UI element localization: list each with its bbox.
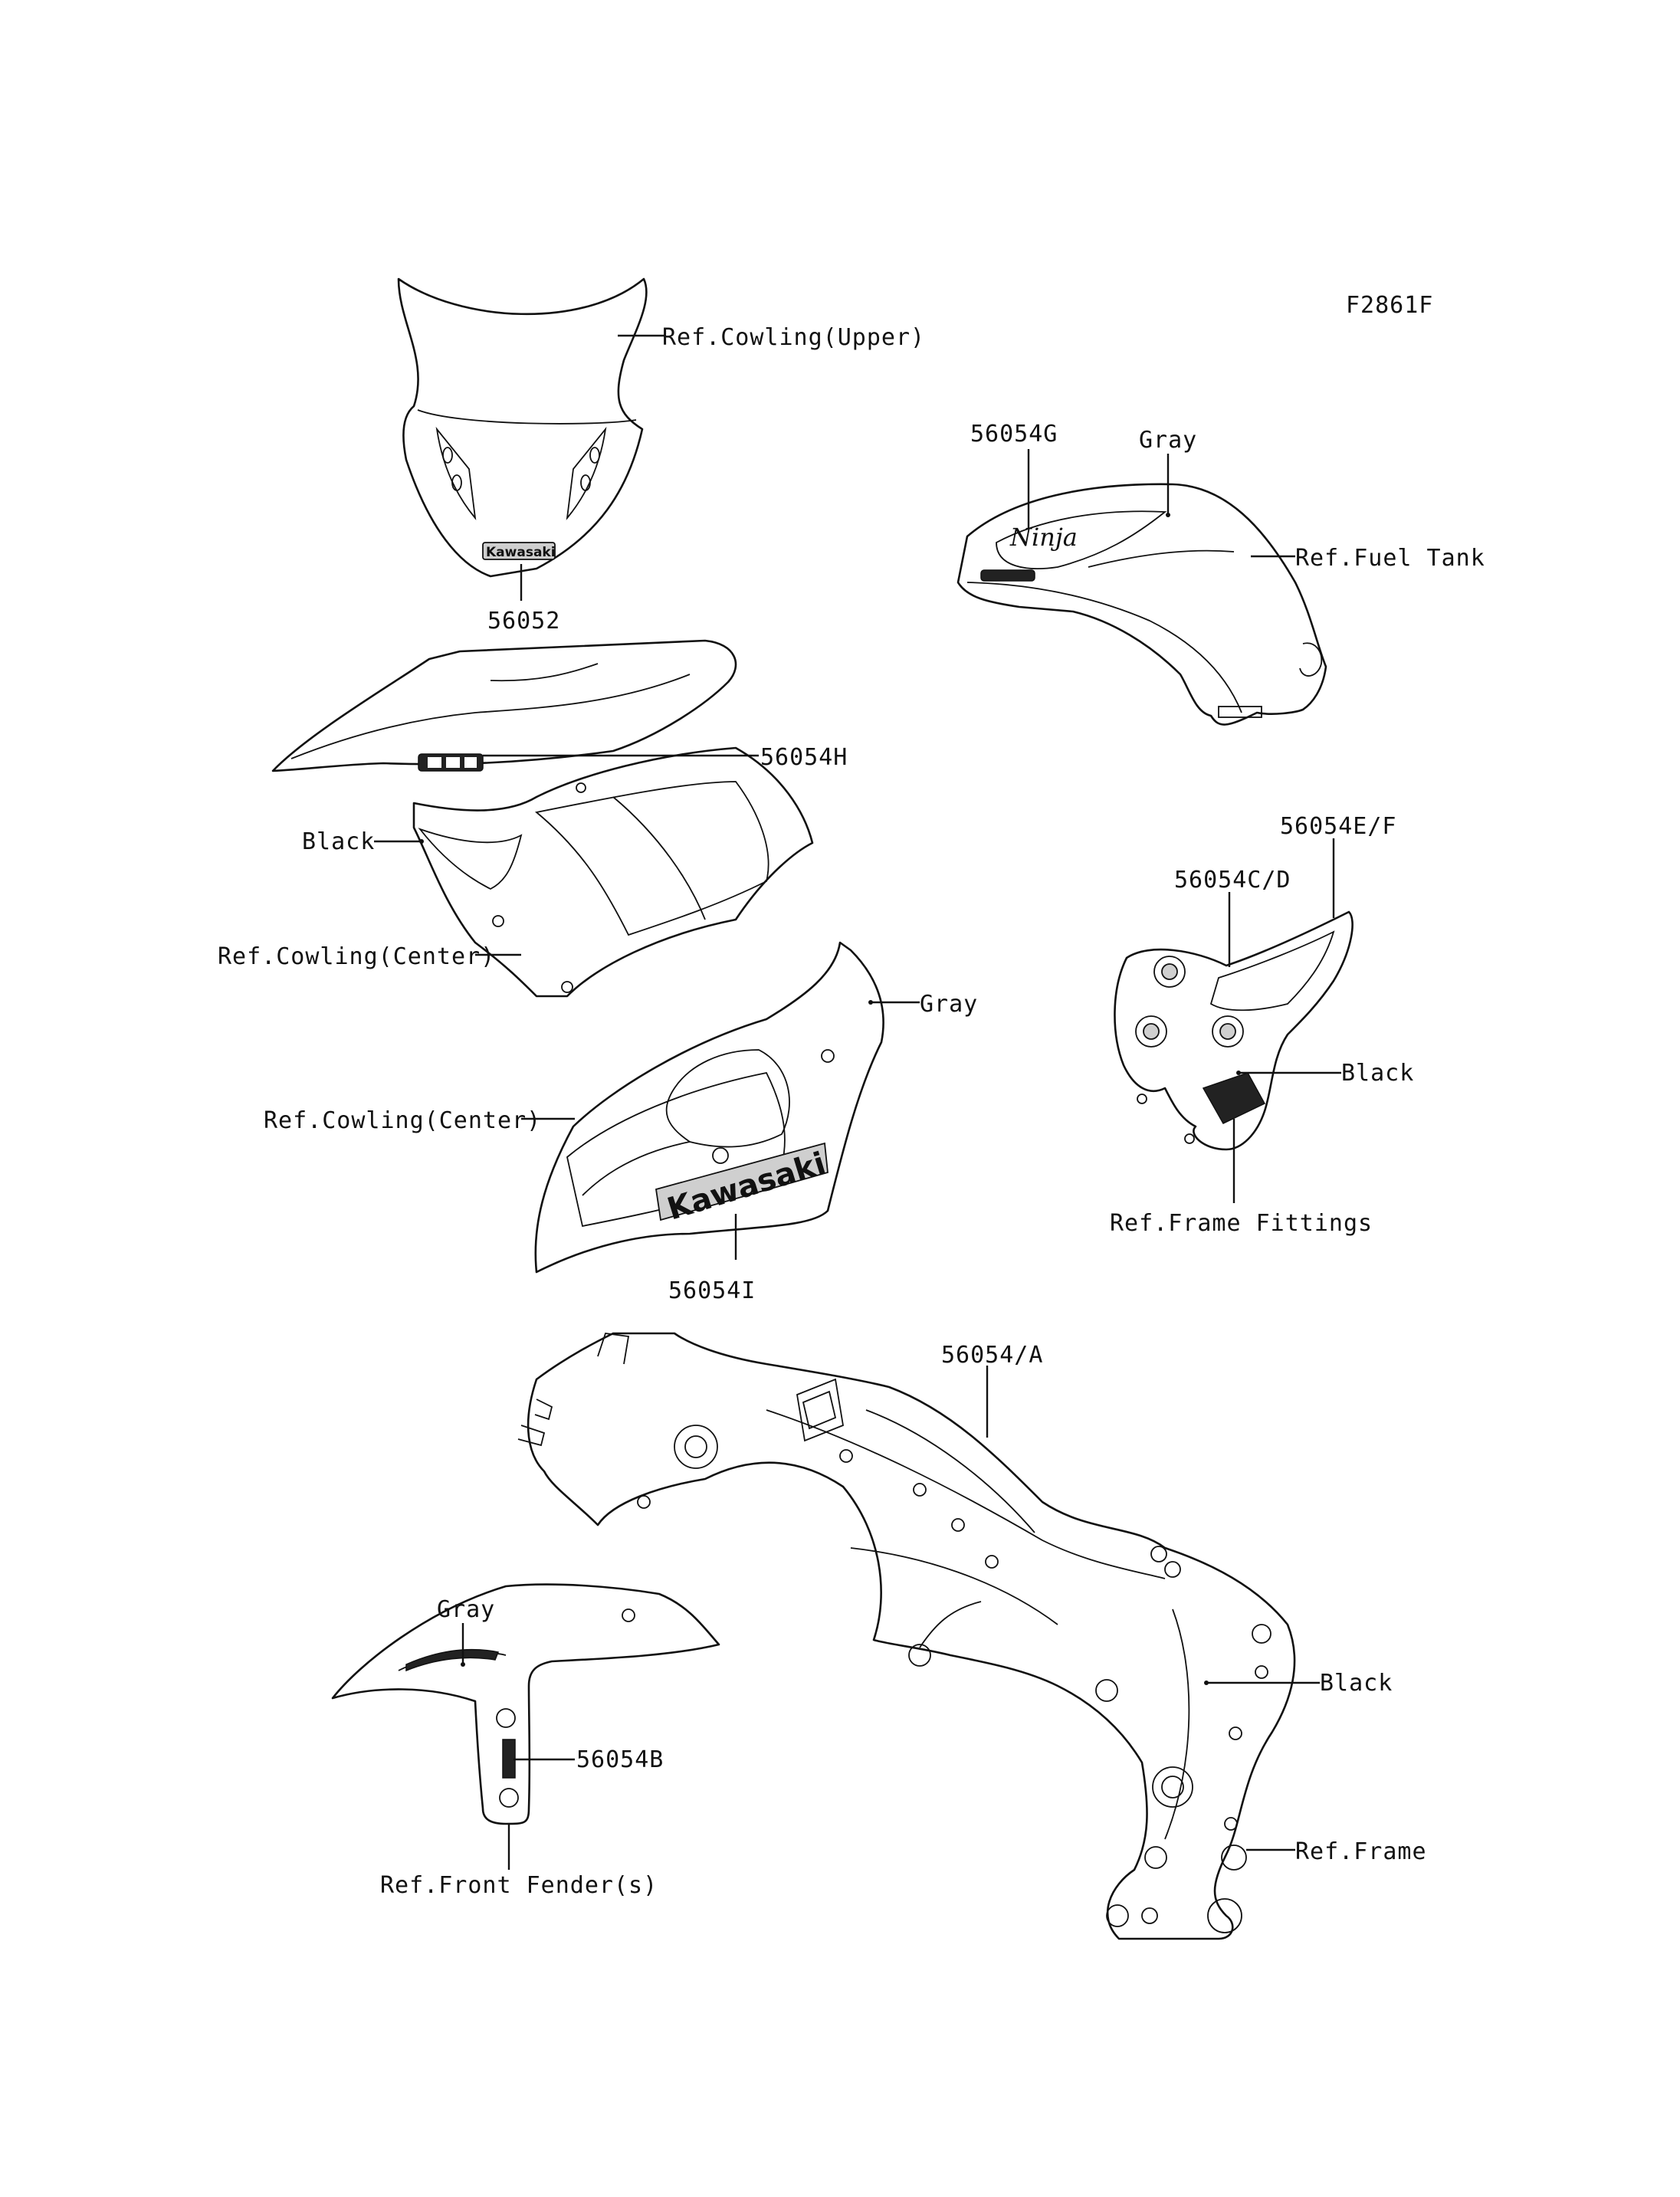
front-fender (331, 1583, 720, 1825)
label-ref-frame-fittings: Ref.Frame Fittings (1110, 1210, 1373, 1237)
decal-56054B (502, 1739, 516, 1779)
label-center-black: Black (302, 828, 375, 855)
center-cowling-upper (271, 639, 814, 998)
tank-decal-logo: Ninja (1009, 523, 1078, 552)
figure-code: F2861F (1346, 292, 1433, 319)
label-ref-cowling-center-2: Ref.Cowling(Center) (264, 1107, 541, 1134)
label-lower-gray: Gray (920, 991, 978, 1018)
label-56052: 56052 (487, 608, 560, 635)
label-frame-black: Black (1320, 1670, 1393, 1697)
label-fittings-black: Black (1341, 1060, 1414, 1087)
windscreen-decal (482, 542, 556, 560)
windscreen-decal-logo: Kawasaki (486, 545, 556, 560)
label-fender-gray: Gray (437, 1596, 495, 1623)
label-ref-fuel-tank: Ref.Fuel Tank (1295, 545, 1485, 572)
frame-fittings (1114, 910, 1354, 1151)
label-56054CD: 56054C/D (1174, 867, 1291, 894)
center-cowling-lower (534, 941, 884, 1274)
label-56054G: 56054G (970, 421, 1058, 448)
fuel-tank (956, 483, 1327, 726)
label-56054I: 56054I (668, 1277, 756, 1304)
frame (517, 1332, 1296, 1940)
label-ref-cowling-upper: Ref.Cowling(Upper) (662, 324, 925, 351)
decal-56054I (655, 1142, 829, 1221)
label-56054A: 56054/A (941, 1342, 1043, 1369)
label-ref-front-fender: Ref.Front Fender(s) (380, 1872, 658, 1899)
label-56054B: 56054B (576, 1746, 664, 1773)
label-tank-gray: Gray (1139, 427, 1197, 454)
label-56054EF: 56054E/F (1280, 813, 1397, 840)
label-ref-frame: Ref.Frame (1295, 1838, 1427, 1865)
label-ref-cowling-center-1: Ref.Cowling(Center) (218, 943, 495, 970)
windscreen (397, 277, 648, 578)
cowl-decal-logo: Kawasaki (663, 1146, 829, 1227)
label-56054H: 56054H (760, 744, 848, 771)
